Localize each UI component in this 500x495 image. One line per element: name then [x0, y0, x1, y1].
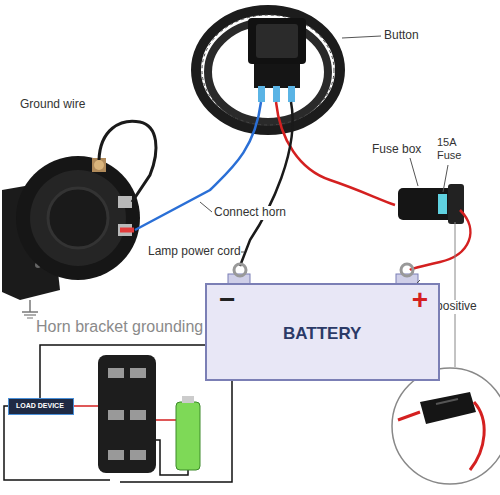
- coiled-cable: [196, 10, 340, 130]
- callout-label: Fuse box: [372, 143, 421, 157]
- callout-label: 15A Fuse: [437, 136, 471, 161]
- load-device-box: LOAD DEVICE: [8, 398, 74, 415]
- terminal-sign: +: [412, 285, 428, 316]
- battery-box: − + BATTERY: [205, 283, 440, 381]
- callout-label: Button: [384, 29, 419, 43]
- node-title: LOAD DEVICE: [16, 402, 64, 410]
- fuse-holder: [398, 184, 470, 270]
- ground-wire: [99, 121, 156, 202]
- callout-label: Ground wire: [20, 98, 85, 112]
- callout-label: Horn bracket grounding: [36, 318, 203, 336]
- switch-schematic: [4, 345, 232, 482]
- horn: [16, 156, 140, 280]
- fuse-zoom-inset: [392, 368, 500, 484]
- terminal-sign: −: [219, 285, 235, 316]
- rocker-switch: [248, 18, 306, 102]
- horn-connector: [120, 228, 134, 233]
- lamp-power-cord: [240, 102, 293, 266]
- callout-label: Connect horn: [214, 206, 286, 220]
- callout-label: Lamp power cord: [148, 245, 241, 259]
- node-title: BATTERY: [283, 325, 361, 344]
